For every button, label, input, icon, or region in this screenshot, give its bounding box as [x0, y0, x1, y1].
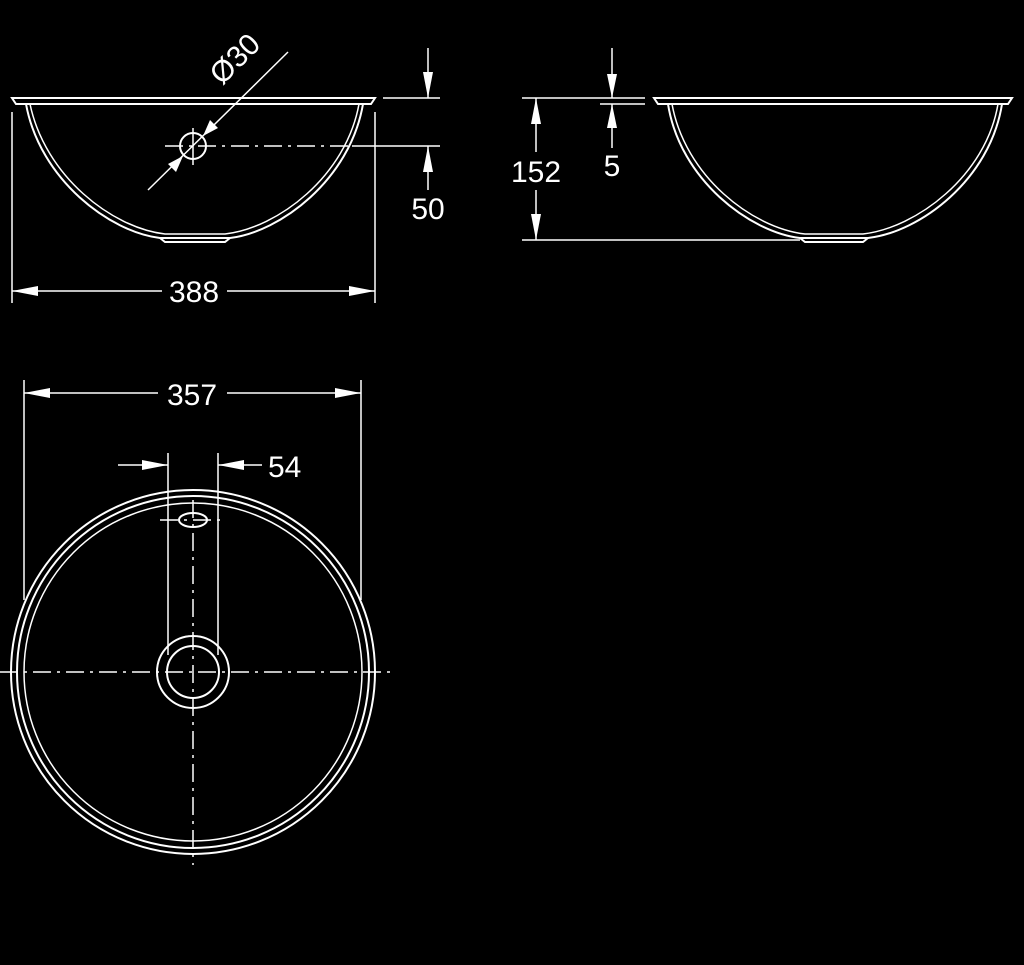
side-view: 152 5 [511, 48, 1014, 243]
side-view-bowl-outline [667, 103, 1003, 239]
overall-width-label: 388 [169, 276, 219, 309]
diameter-arrow-lower [168, 156, 183, 172]
side-view-drain-base [799, 237, 869, 243]
overflow-height-label: 50 [411, 193, 444, 226]
height50-arrow-top [423, 72, 433, 98]
front-view: Ø30 388 50 [10, 28, 445, 309]
front-view-bowl-inner [29, 103, 360, 235]
overflow-offset-label: 54 [268, 451, 301, 484]
front-view-bowl-outline [25, 103, 364, 239]
front-view-rim [10, 97, 377, 105]
width-arrow-right [349, 286, 375, 296]
side-view-bowl-inner [671, 103, 999, 235]
top-view: 357 54 [0, 379, 395, 865]
inner-diameter-label: 357 [167, 379, 217, 412]
depth-arrow-bottom [531, 214, 541, 240]
offset-arrow-right [218, 460, 244, 470]
inner-diameter-arrow-left [24, 388, 50, 398]
rim-thickness-label: 5 [604, 150, 621, 183]
rim-thickness-arrow-bottom [607, 104, 617, 128]
inner-diameter-arrow-right [335, 388, 361, 398]
offset-arrow-left [142, 460, 168, 470]
side-view-rim [652, 97, 1014, 105]
front-view-drain-base [159, 237, 231, 243]
diameter-arrow-upper [203, 120, 218, 136]
width-arrow-left [12, 286, 38, 296]
depth-label: 152 [511, 156, 561, 189]
height50-arrow-bottom [423, 146, 433, 172]
rim-thickness-arrow-top [607, 74, 617, 98]
depth-arrow-top [531, 98, 541, 124]
